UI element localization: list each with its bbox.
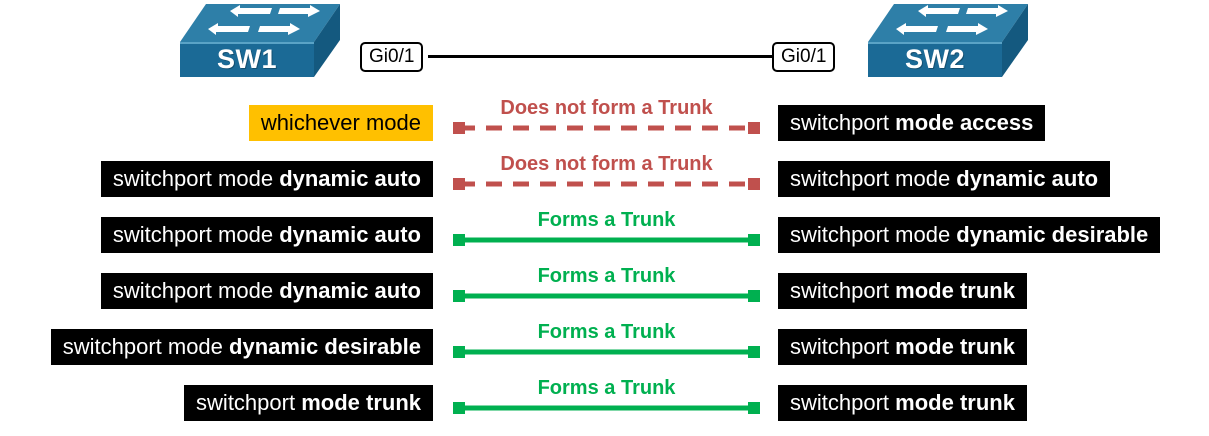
- left-command-box: switchport mode dynamic auto: [100, 273, 433, 309]
- connector-line-dashed: [453, 178, 760, 190]
- command-prefix: switchport: [790, 110, 896, 135]
- right-command-box: switchport mode trunk: [778, 329, 1027, 365]
- right-command-box: switchport mode access: [778, 105, 1046, 141]
- comparison-row: switchport mode trunk Forms a Trunk switch…: [0, 376, 1209, 432]
- command-prefix: switchport mode: [790, 222, 957, 247]
- connector-line-solid: [453, 290, 760, 302]
- connector: Forms a Trunk: [453, 376, 760, 432]
- connector-verdict-label: Forms a Trunk: [537, 209, 676, 231]
- command-keyword: mode trunk: [895, 334, 1015, 359]
- connector: Forms a Trunk: [453, 208, 760, 264]
- connector: Does not form a Trunk: [453, 152, 760, 208]
- right-command-box: switchport mode trunk: [778, 273, 1027, 309]
- command-prefix: switchport: [790, 278, 896, 303]
- switch-icon: [868, 4, 1028, 77]
- left-command-box: switchport mode dynamic auto: [100, 217, 433, 253]
- command-prefix: switchport: [790, 334, 896, 359]
- switch-sw1: SW1: [180, 2, 340, 84]
- connector: Forms a Trunk: [453, 320, 760, 376]
- command-keyword: mode trunk: [895, 278, 1015, 303]
- comparison-row: switchport mode dynamic desirable Forms a…: [0, 320, 1209, 376]
- connector: Does not form a Trunk: [453, 96, 760, 152]
- command-prefix: switchport mode: [112, 166, 280, 191]
- connector-line-solid: [453, 346, 760, 358]
- switch-icon: [180, 4, 340, 77]
- command-keyword: dynamic auto: [279, 278, 421, 303]
- connector-verdict-label: Forms a Trunk: [537, 321, 676, 343]
- connector-line-solid: [453, 402, 760, 414]
- left-command-box: whichever mode: [248, 105, 433, 141]
- left-command-box: switchport mode dynamic desirable: [50, 329, 433, 365]
- comparison-row: switchport mode dynamic auto Does not for…: [0, 152, 1209, 208]
- command-prefix: switchport mode: [62, 334, 230, 359]
- command-keyword: dynamic auto: [956, 166, 1099, 191]
- connector-verdict-label: Does not form a Trunk: [500, 153, 713, 175]
- command-keyword: dynamic auto: [279, 222, 421, 247]
- command-keyword: dynamic desirable: [229, 334, 421, 359]
- connector-verdict-label: Does not form a Trunk: [500, 97, 713, 119]
- connector-line-dashed: [453, 122, 760, 134]
- command-prefix: switchport mode: [112, 278, 280, 303]
- left-command-box: switchport mode dynamic auto: [100, 161, 433, 197]
- connector-verdict-label: Forms a Trunk: [537, 377, 676, 399]
- command-keyword: dynamic desirable: [956, 222, 1149, 247]
- comparison-row: switchport mode dynamic auto Forms a Trun…: [0, 264, 1209, 320]
- right-command-box: switchport mode dynamic desirable: [778, 217, 1161, 253]
- topology-band: SW1 Gi0/1 Gi0/1 SW2: [0, 0, 1209, 90]
- left-command-box: switchport mode trunk: [184, 385, 433, 421]
- command-prefix: switchport: [196, 390, 302, 415]
- comparison-row: whichever mode Does not form a Trunk switc…: [0, 96, 1209, 152]
- connector: Forms a Trunk: [453, 264, 760, 320]
- link-line: [428, 55, 774, 58]
- interface-label-left: Gi0/1: [360, 42, 424, 72]
- command-keyword: dynamic auto: [279, 166, 421, 191]
- command-keyword: mode trunk: [301, 390, 421, 415]
- right-command-box: switchport mode dynamic auto: [778, 161, 1111, 197]
- right-command-box: switchport mode trunk: [778, 385, 1027, 421]
- comparison-row: switchport mode dynamic auto Forms a Trun…: [0, 208, 1209, 264]
- command-prefix: whichever mode: [260, 110, 421, 135]
- command-prefix: switchport mode: [790, 166, 957, 191]
- connector-verdict-label: Forms a Trunk: [537, 265, 676, 287]
- connector-line-solid: [453, 234, 760, 246]
- command-prefix: switchport: [790, 390, 896, 415]
- command-keyword: mode access: [895, 110, 1034, 135]
- command-prefix: switchport mode: [112, 222, 280, 247]
- command-keyword: mode trunk: [895, 390, 1015, 415]
- interface-label-right: Gi0/1: [772, 42, 836, 72]
- switch-sw2: SW2: [868, 2, 1028, 84]
